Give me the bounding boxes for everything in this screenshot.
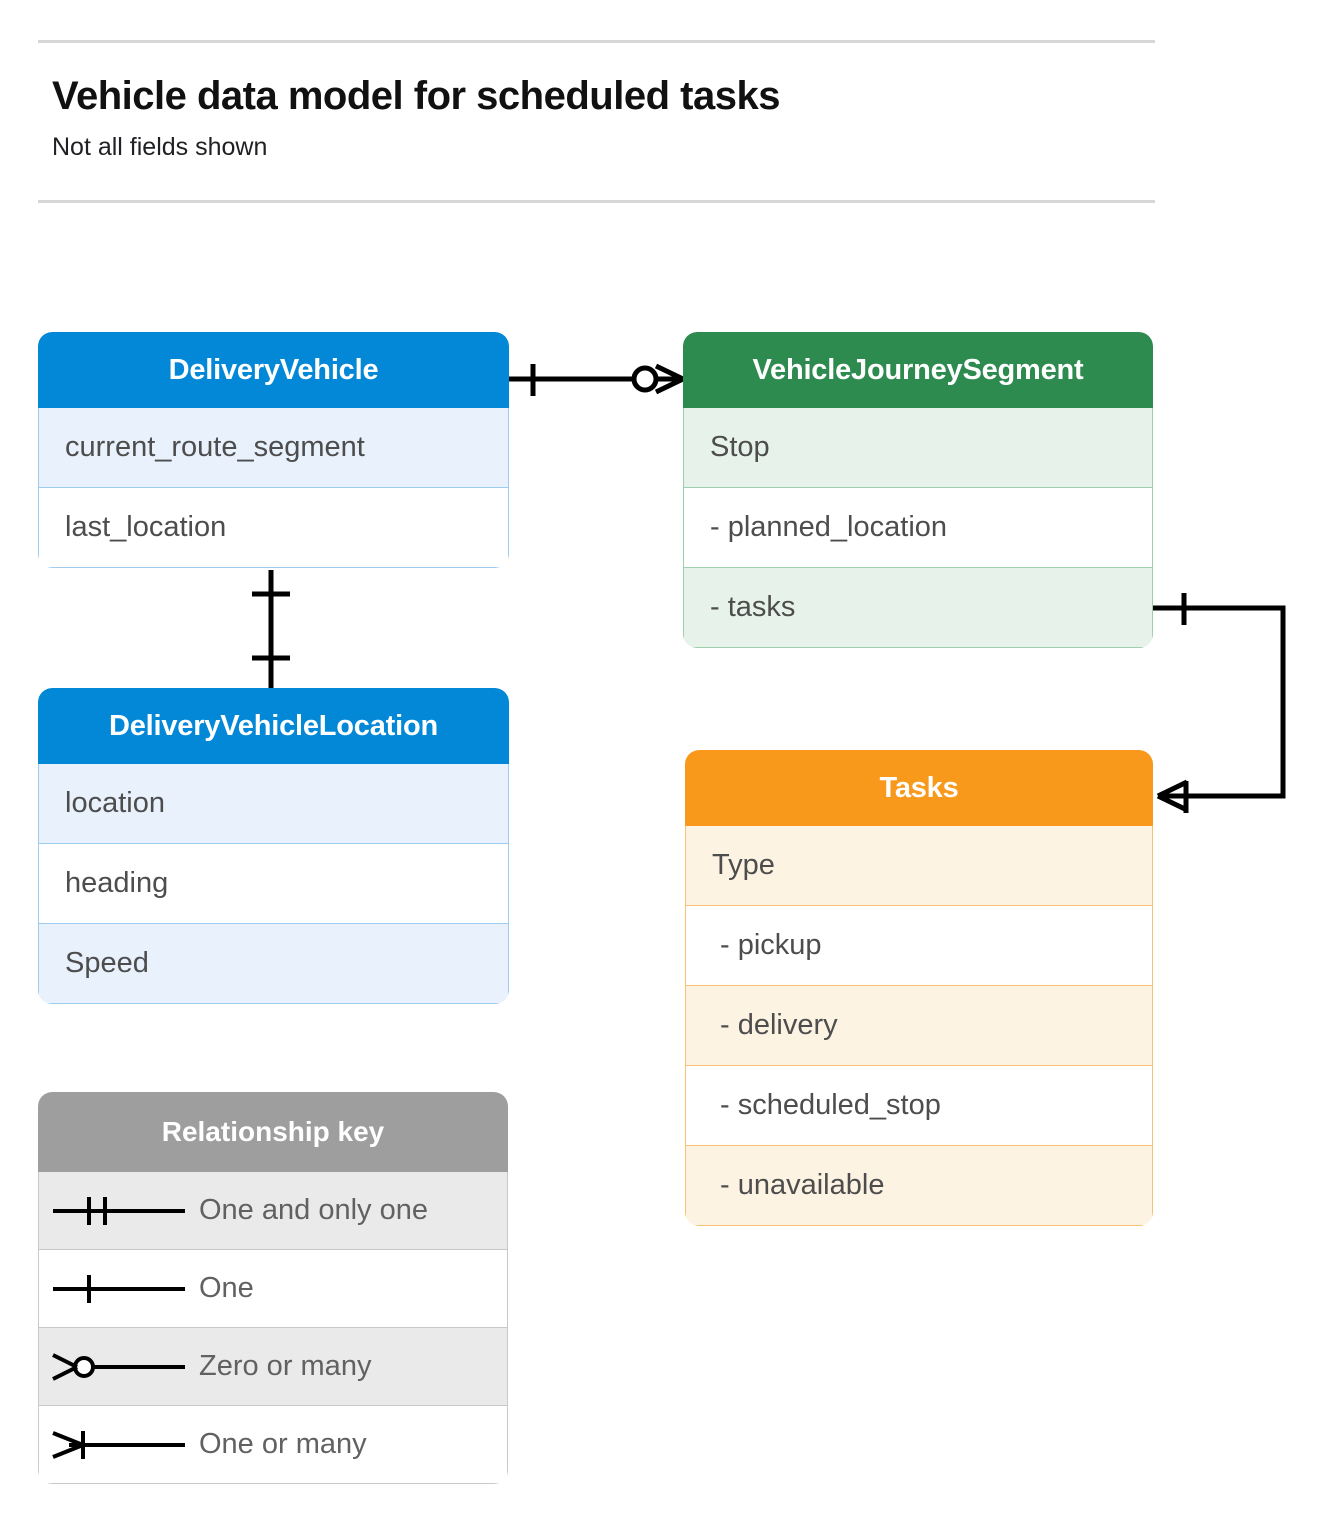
header-divider-bottom <box>38 200 1155 203</box>
field-type-scheduled-stop: - scheduled_stop <box>685 1066 1153 1146</box>
legend-row-one-or-many: One or many <box>38 1406 508 1484</box>
field-speed: Speed <box>38 924 509 1004</box>
entity-vehicle-journey-segment-title: VehicleJourneySegment <box>683 332 1153 408</box>
field-last-location: last_location <box>38 488 509 568</box>
relationship-key-title: Relationship key <box>38 1092 508 1172</box>
legend-label-one-and-only-one: One and only one <box>199 1194 428 1226</box>
field-type-pickup: - pickup <box>685 906 1153 986</box>
legend-label-one-or-many: One or many <box>199 1428 367 1460</box>
one-or-many-icon <box>39 1425 199 1465</box>
connector-vehicle-to-vehicle-location <box>252 570 290 693</box>
connector-vehicle-to-journey-segment <box>509 363 685 396</box>
field-current-route-segment: current_route_segment <box>38 408 509 488</box>
zero-or-many-icon <box>39 1347 199 1387</box>
legend-row-zero-or-many: Zero or many <box>38 1328 508 1406</box>
entity-delivery-vehicle-location[interactable]: DeliveryVehicleLocation location heading… <box>38 688 509 1004</box>
entity-delivery-vehicle[interactable]: DeliveryVehicle current_route_segment la… <box>38 332 509 568</box>
page-title: Vehicle data model for scheduled tasks <box>52 74 780 118</box>
entity-tasks[interactable]: Tasks Type - pickup - delivery - schedul… <box>685 750 1153 1226</box>
field-type-delivery: - delivery <box>685 986 1153 1066</box>
entity-vehicle-journey-segment[interactable]: VehicleJourneySegment Stop - planned_loc… <box>683 332 1153 648</box>
entity-delivery-vehicle-title: DeliveryVehicle <box>38 332 509 408</box>
field-tasks-ref: - tasks <box>683 568 1153 648</box>
entity-tasks-fields: Type - pickup - delivery - scheduled_sto… <box>685 826 1153 1226</box>
legend-row-one-and-only-one: One and only one <box>38 1172 508 1250</box>
field-heading: heading <box>38 844 509 924</box>
entity-tasks-title: Tasks <box>685 750 1153 826</box>
relationship-key-legend: Relationship key One and only one <box>38 1092 508 1484</box>
entity-vehicle-journey-segment-fields: Stop - planned_location - tasks <box>683 408 1153 648</box>
field-stop: Stop <box>683 408 1153 488</box>
legend-row-one: One <box>38 1250 508 1328</box>
field-planned-location: - planned_location <box>683 488 1153 568</box>
connector-journey-segment-tasks-to-tasks <box>1153 593 1286 813</box>
field-type: Type <box>685 826 1153 906</box>
entity-delivery-vehicle-fields: current_route_segment last_location <box>38 408 509 568</box>
page-subtitle: Not all fields shown <box>52 133 268 161</box>
legend-label-zero-or-many: Zero or many <box>199 1350 372 1382</box>
entity-delivery-vehicle-location-fields: location heading Speed <box>38 764 509 1004</box>
field-location: location <box>38 764 509 844</box>
entity-delivery-vehicle-location-title: DeliveryVehicleLocation <box>38 688 509 764</box>
one-and-only-one-icon <box>39 1191 199 1231</box>
header-divider-top <box>38 40 1155 43</box>
field-type-unavailable: - unavailable <box>685 1146 1153 1226</box>
one-icon <box>39 1269 199 1309</box>
legend-label-one: One <box>199 1272 254 1304</box>
